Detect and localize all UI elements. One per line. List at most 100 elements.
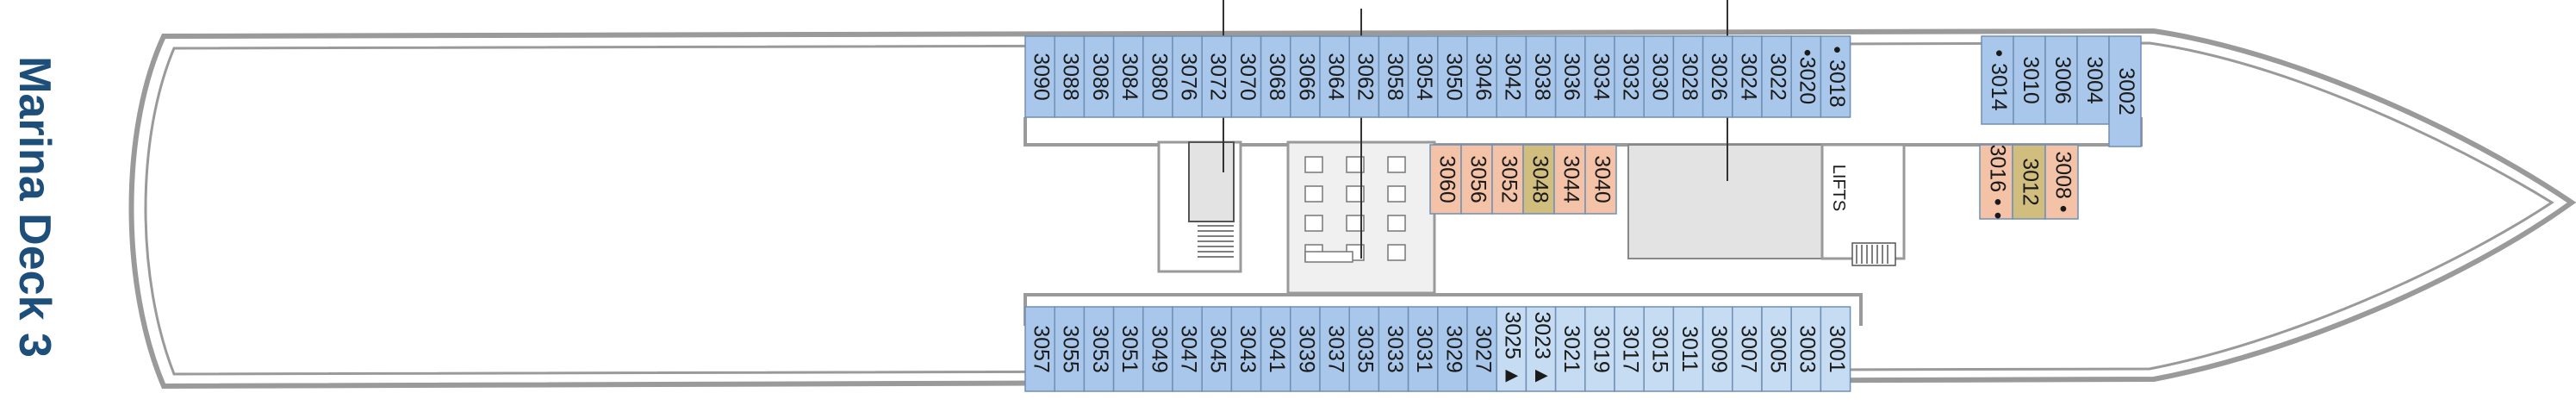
cabin-top-19[interactable]: 3034 bbox=[1584, 35, 1615, 118]
cabin-bottom-17-label: 3023 ▲ bbox=[1530, 311, 1554, 386]
cabin-top-6[interactable]: 3072 bbox=[1201, 35, 1233, 118]
cabin-bottom-24-box bbox=[1732, 306, 1763, 392]
cabin-inner-4[interactable]: 3044 bbox=[1553, 144, 1586, 215]
cabin-bottom-14[interactable]: 3029 bbox=[1437, 306, 1468, 392]
cabin-top-21-label: 3030 bbox=[1648, 53, 1672, 101]
cabin-bottom-19[interactable]: 3019 bbox=[1584, 306, 1615, 392]
cabin-bottom-23-label: 3009 bbox=[1707, 325, 1731, 373]
cabin-top-fwd-1[interactable]: 3010 bbox=[2013, 35, 2046, 125]
table bbox=[1387, 185, 1406, 203]
cabin-top-23[interactable]: 3026 bbox=[1702, 35, 1733, 118]
cabin-top-fwd-3[interactable]: 3004 bbox=[2076, 35, 2110, 125]
cabin-bottom-16[interactable]: 3025 ▲ bbox=[1496, 306, 1528, 392]
cabin-top-14-label: 3050 bbox=[1441, 53, 1465, 101]
cabin-top-1[interactable]: 3088 bbox=[1054, 35, 1086, 118]
cabin-top-7[interactable]: 3070 bbox=[1230, 35, 1262, 118]
cabin-top-26[interactable]: •3020 bbox=[1790, 35, 1822, 118]
cabin-bottom-16-box bbox=[1496, 306, 1528, 392]
cabin-bottom-7[interactable]: 3043 bbox=[1230, 306, 1262, 392]
cabin-top-10[interactable]: 3064 bbox=[1319, 35, 1350, 118]
cabin-fwd-inner-1-label: 3012 bbox=[2018, 158, 2042, 206]
cabin-bottom-8[interactable]: 3041 bbox=[1260, 306, 1291, 392]
cabin-bottom-16-label: 3025 ▲ bbox=[1501, 311, 1525, 386]
cabin-fwd-inner-2[interactable]: 3008 • bbox=[2044, 144, 2079, 220]
cabin-top-fwd-0-label: • 3014 bbox=[1987, 49, 2011, 110]
cabin-bottom-27-label: 3001 bbox=[1825, 325, 1849, 373]
cabin-bottom-12-label: 3033 bbox=[1383, 325, 1407, 373]
cabin-bottom-5[interactable]: 3047 bbox=[1172, 306, 1203, 392]
cabin-bottom-3[interactable]: 3051 bbox=[1112, 306, 1144, 392]
cabin-bottom-2-box bbox=[1083, 306, 1115, 392]
cabin-inner-1[interactable]: 3056 bbox=[1460, 144, 1493, 215]
cabin-top-21[interactable]: 3030 bbox=[1643, 35, 1675, 118]
cabin-bottom-24[interactable]: 3007 bbox=[1732, 306, 1763, 392]
cabin-bottom-22[interactable]: 3011 bbox=[1672, 306, 1704, 392]
cabin-top-12-box bbox=[1378, 35, 1409, 118]
cabin-inner-2[interactable]: 3052 bbox=[1491, 144, 1524, 215]
cabin-bottom-13-label: 3031 bbox=[1412, 325, 1436, 373]
cabin-top-20-label: 3032 bbox=[1618, 53, 1642, 101]
cabin-bottom-4[interactable]: 3049 bbox=[1142, 306, 1173, 392]
cabin-top-13-label: 3054 bbox=[1412, 53, 1436, 101]
cabin-bottom-23[interactable]: 3009 bbox=[1702, 306, 1733, 392]
cabin-top-7-label: 3070 bbox=[1235, 53, 1260, 101]
cabin-top-13[interactable]: 3054 bbox=[1407, 35, 1439, 118]
cabin-bottom-6[interactable]: 3045 bbox=[1201, 306, 1233, 392]
cabin-bottom-20[interactable]: 3017 bbox=[1614, 306, 1645, 392]
cabin-top-15[interactable]: 3046 bbox=[1466, 35, 1497, 118]
cabin-top-fwd-4[interactable]: 3002 bbox=[2108, 35, 2142, 147]
cabin-top-fwd-0[interactable]: • 3014 bbox=[1981, 35, 2014, 125]
cabin-bottom-15[interactable]: 3027 bbox=[1466, 306, 1497, 392]
cabin-inner-3[interactable]: 3048 bbox=[1522, 144, 1555, 215]
cabin-top-18[interactable]: 3036 bbox=[1554, 35, 1586, 118]
cabin-bottom-21[interactable]: 3015 bbox=[1643, 306, 1675, 392]
cabin-top-24[interactable]: 3024 bbox=[1732, 35, 1763, 118]
cabin-top-5[interactable]: 3076 bbox=[1172, 35, 1203, 118]
cabin-top-0[interactable]: 3090 bbox=[1024, 35, 1055, 118]
cabin-bottom-18[interactable]: 3021 bbox=[1554, 306, 1586, 392]
cabin-inner-0[interactable]: 3060 bbox=[1429, 144, 1462, 215]
cabin-fwd-inner-0[interactable]: 3016 • • bbox=[1979, 144, 2013, 220]
cabin-top-24-label: 3024 bbox=[1736, 53, 1760, 101]
cabin-bottom-10[interactable]: 3037 bbox=[1319, 306, 1350, 392]
cabin-top-9[interactable]: 3066 bbox=[1290, 35, 1321, 118]
cabin-bottom-9-label: 3039 bbox=[1294, 325, 1318, 373]
hull-outline-inner bbox=[144, 41, 2554, 376]
cabin-top-16[interactable]: 3042 bbox=[1496, 35, 1528, 118]
cabin-fwd-inner-1[interactable]: 3012 bbox=[2012, 144, 2046, 220]
cabin-bottom-1[interactable]: 3055 bbox=[1054, 306, 1086, 392]
cabin-top-11[interactable]: 3062 bbox=[1348, 35, 1380, 118]
cabin-top-25[interactable]: 3022 bbox=[1761, 35, 1792, 118]
cabin-bottom-0[interactable]: 3057 bbox=[1024, 306, 1055, 392]
cabin-top-17[interactable]: 3038 bbox=[1525, 35, 1557, 118]
cabin-top-14-box bbox=[1437, 35, 1468, 118]
cabin-top-27[interactable]: • 3018 bbox=[1820, 35, 1851, 118]
cabin-bottom-13[interactable]: 3031 bbox=[1407, 306, 1439, 392]
cabin-bottom-25-label: 3005 bbox=[1765, 325, 1789, 373]
cabin-top-22[interactable]: 3028 bbox=[1672, 35, 1704, 118]
cabin-bottom-17[interactable]: 3023 ▲ bbox=[1525, 306, 1557, 392]
cabin-top-20[interactable]: 3032 bbox=[1614, 35, 1645, 118]
cabin-bottom-11[interactable]: 3035 bbox=[1348, 306, 1380, 392]
cabin-bottom-6-box bbox=[1201, 306, 1233, 392]
cabin-top-0-label: 3090 bbox=[1029, 53, 1053, 101]
cabin-top-8[interactable]: 3068 bbox=[1260, 35, 1291, 118]
cabin-top-12[interactable]: 3058 bbox=[1378, 35, 1409, 118]
cabin-top-4[interactable]: 3080 bbox=[1142, 35, 1173, 118]
cabin-top-3[interactable]: 3084 bbox=[1112, 35, 1144, 118]
cabin-top-14[interactable]: 3050 bbox=[1437, 35, 1468, 118]
cabin-bottom-26[interactable]: 3003 bbox=[1790, 306, 1822, 392]
cabin-bottom-0-label: 3057 bbox=[1029, 325, 1053, 373]
cabin-top-2[interactable]: 3086 bbox=[1083, 35, 1115, 118]
cabin-top-8-label: 3068 bbox=[1265, 53, 1289, 101]
cabin-bottom-2[interactable]: 3053 bbox=[1083, 306, 1115, 392]
cabin-top-25-box bbox=[1761, 35, 1792, 118]
cabin-inner-5[interactable]: 3040 bbox=[1584, 144, 1617, 215]
cabin-bottom-27[interactable]: 3001 bbox=[1820, 306, 1851, 392]
cabin-bottom-9[interactable]: 3039 bbox=[1290, 306, 1321, 392]
cabin-bottom-12[interactable]: 3033 bbox=[1378, 306, 1409, 392]
cabin-bottom-18-box bbox=[1554, 306, 1586, 392]
cabin-top-fwd-2[interactable]: 3006 bbox=[2044, 35, 2078, 125]
cabin-bottom-25[interactable]: 3005 bbox=[1761, 306, 1792, 392]
